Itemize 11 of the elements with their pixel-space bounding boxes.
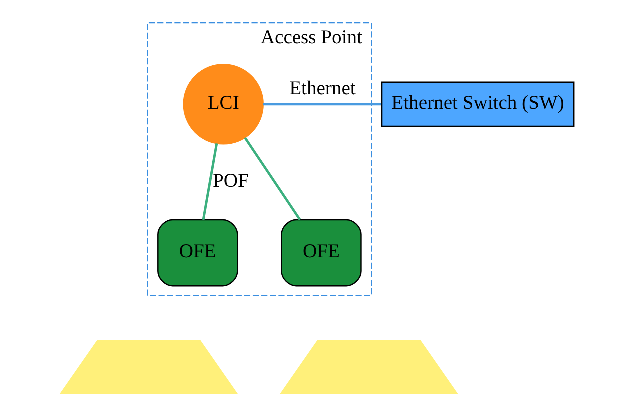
- node-box: OFE: [281, 219, 362, 287]
- node-box: Ethernet Switch (SW): [381, 82, 575, 128]
- connector: [202, 143, 218, 220]
- connector: [244, 137, 302, 221]
- node-box: OFE: [158, 219, 238, 287]
- node-trapezium: [280, 340, 458, 394]
- edge-label: Ethernet: [290, 78, 356, 100]
- connector: [263, 103, 382, 106]
- node-trapezium: [60, 340, 238, 394]
- edge-label: POF: [213, 170, 249, 192]
- node-circle: LCI: [183, 64, 264, 145]
